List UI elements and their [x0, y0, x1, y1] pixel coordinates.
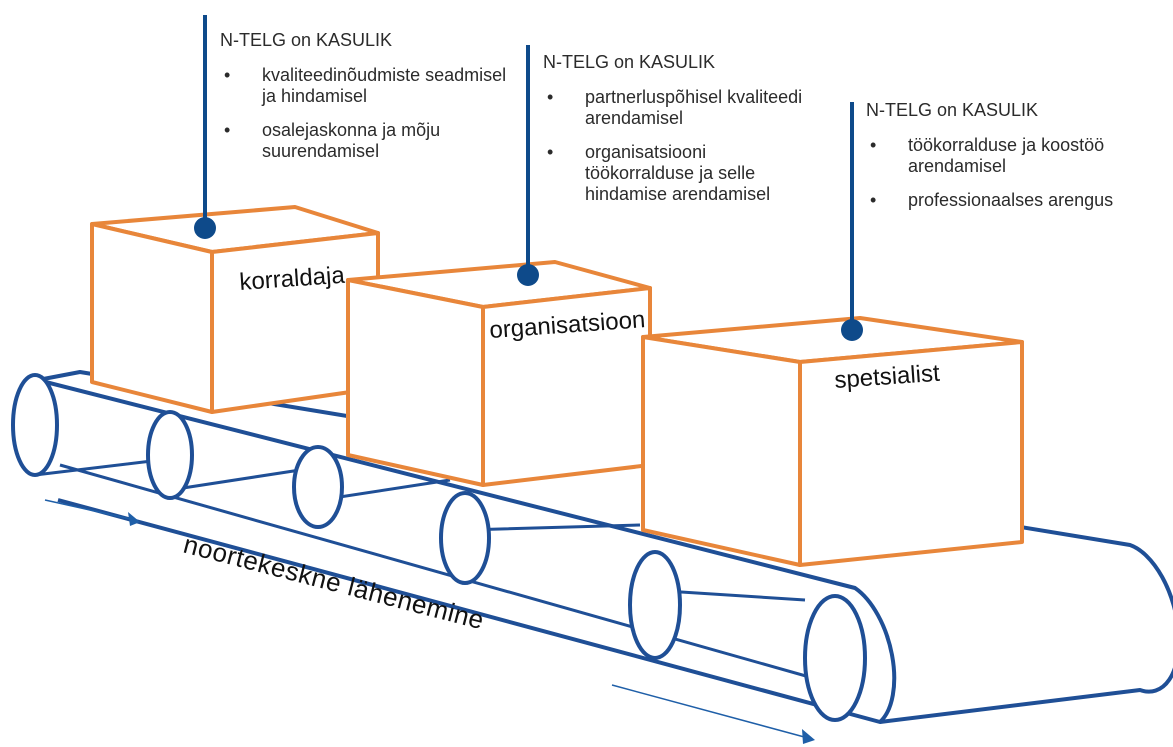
conveyor-belt [34, 370, 1173, 724]
list-item: • kvaliteedinõudmiste seadmisel ja hindam… [220, 65, 520, 107]
rollers [11, 373, 867, 722]
callout-list: • partnerluspõhisel kvaliteedi arendamise… [543, 87, 818, 205]
list-item-text: kvaliteedinõudmiste seadmisel ja hindami… [262, 65, 507, 106]
arrowhead-icon [128, 512, 140, 526]
list-item: • partnerluspõhisel kvaliteedi arendamise… [543, 87, 818, 129]
list-item: • professionaalses arengus [866, 190, 1171, 211]
callout-poles [194, 15, 863, 341]
roller [628, 550, 682, 660]
callout-heading: N-TELG on KASULIK [866, 100, 1039, 120]
direction-arrow [611, 684, 809, 739]
list-item: • töökorralduse ja koostöö arendamisel [866, 135, 1171, 177]
bullet-icon: • [547, 87, 554, 107]
callout-korraldaja: N-TELG on KASULIK • kvaliteedinõudmiste s… [220, 30, 520, 175]
callout-heading: N-TELG on KASULIK [220, 30, 393, 50]
roller [803, 594, 867, 722]
pin-icon [841, 319, 863, 341]
callout-list: • kvaliteedinõudmiste seadmisel ja hindam… [220, 65, 520, 162]
bullet-icon: • [224, 65, 231, 85]
callout-heading: N-TELG on KASULIK [543, 52, 716, 72]
list-item: • osalejaskonna ja mõju suurendamisel [220, 120, 520, 162]
roller [146, 410, 194, 500]
pin-icon [194, 217, 216, 239]
box-organisatsioon: organisatsioon [346, 260, 652, 487]
bullet-icon: • [870, 190, 877, 210]
bullet-icon: • [870, 135, 877, 155]
list-item-text: töökorralduse ja koostöö arendamisel [908, 135, 1105, 176]
pin-icon [517, 264, 539, 286]
arrowhead-icon [802, 729, 815, 744]
direction-arrows [44, 499, 815, 744]
list-item: • organisatsiooni töökorralduse ja selle … [543, 142, 818, 205]
callout-spetsialist: N-TELG on KASULIK • töökorralduse ja koos… [866, 100, 1171, 224]
list-item-text: organisatsiooni töökorralduse ja selle h… [585, 142, 771, 204]
box-korraldaja: korraldaja [90, 205, 380, 414]
direction-arrow [44, 499, 136, 521]
list-item-text: professionaalses arengus [908, 190, 1114, 210]
bullet-icon: • [547, 142, 554, 162]
list-item-text: osalejaskonna ja mõju suurendamisel [262, 120, 441, 161]
box-spetsialist: spetsialist [641, 316, 1024, 567]
list-item-text: partnerluspõhisel kvaliteedi arendamisel [585, 87, 803, 128]
roller [292, 445, 344, 529]
roller [11, 373, 59, 477]
bullet-icon: • [224, 120, 231, 140]
callout-list: • töökorralduse ja koostöö arendamisel • p… [866, 135, 1171, 211]
callout-organisatsioon: N-TELG on KASULIK • partnerluspõhisel kva… [543, 52, 818, 218]
roller [439, 491, 491, 585]
